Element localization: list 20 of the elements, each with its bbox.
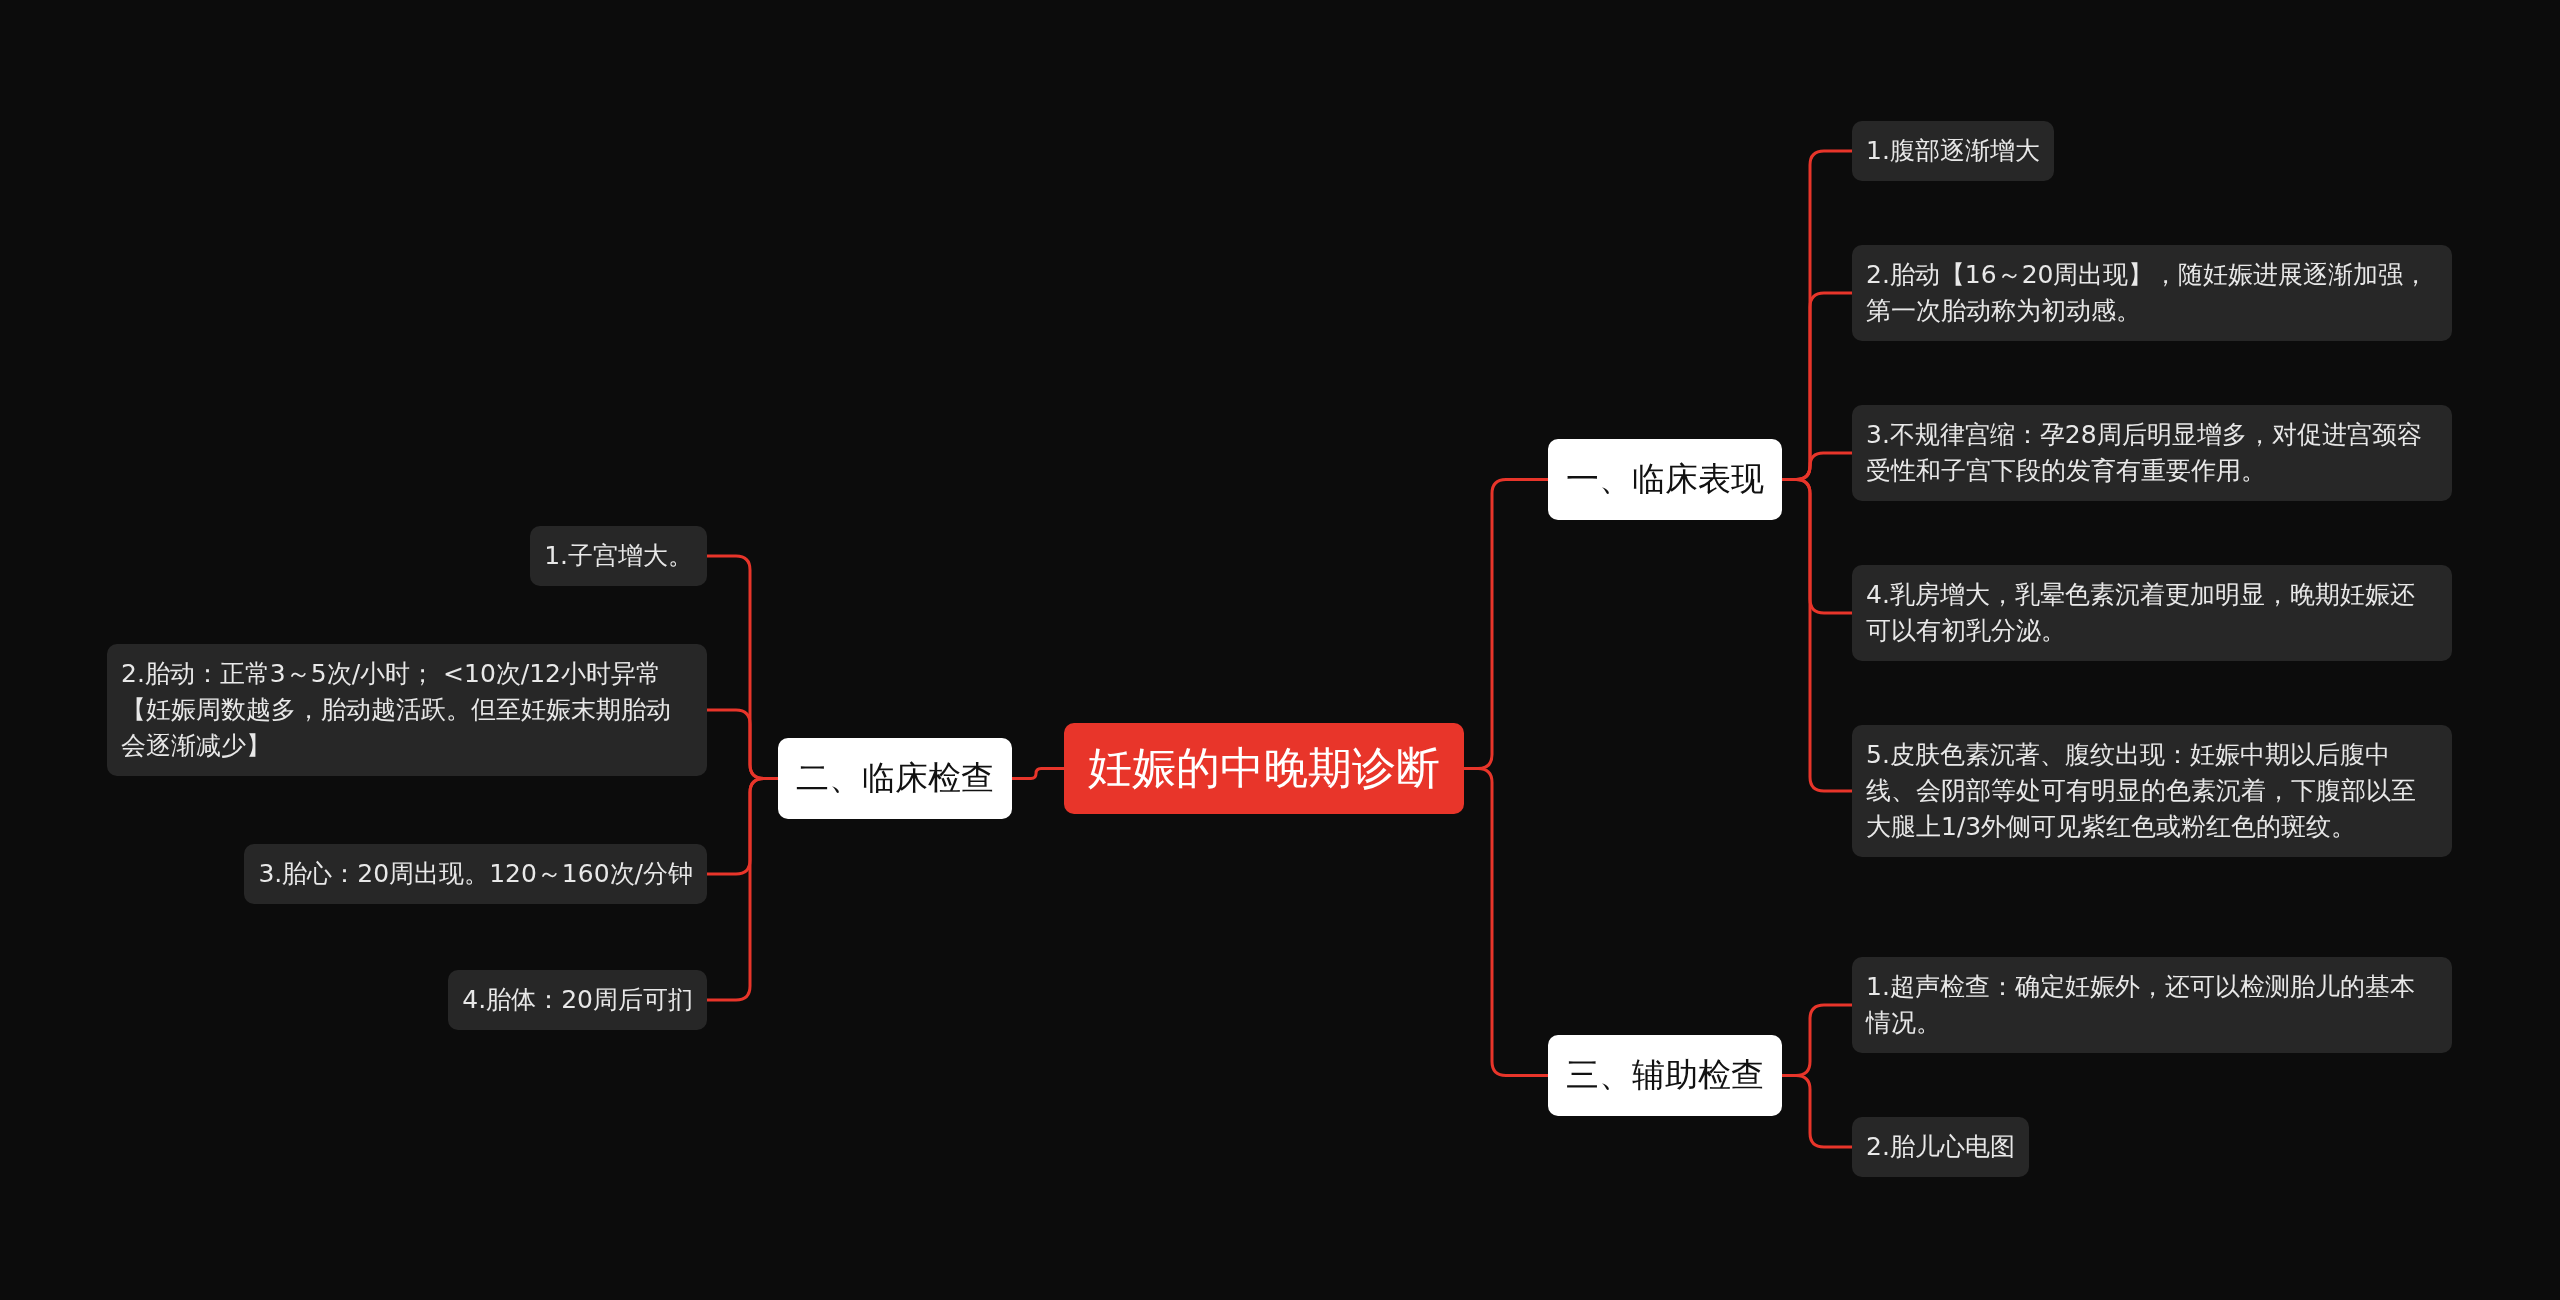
subtopic-card: 2.胎动：正常3～5次/小时； <10次/12小时异常【妊娠周数越多，胎动越活跃。但至妊娠末期胎动会逐渐减少】 — [107, 644, 707, 776]
subtopic-card: 5.皮肤色素沉著、腹纹出现：妊娠中期以后腹中线、会阴部等处可有明显的色素沉着，下腹部以至大腿上1/3外侧可见紫红色或粉红色的斑纹。 — [1852, 725, 2452, 857]
branch-topic: 二、临床检查 — [778, 738, 1012, 819]
subtopic-card: 4.乳房增大，乳晕色素沉着更加明显，晚期妊娠还可以有初乳分泌。 — [1852, 565, 2452, 661]
connector-line — [1464, 767, 1548, 1077]
subtopic-card: 3.不规律宫缩：孕28周后明显增多，对促进宫颈容受性和子宫下段的发育有重要作用。 — [1852, 405, 2452, 501]
connector-line — [707, 777, 778, 1002]
subtopic-card: 2.胎动【16～20周出现】，随妊娠进展逐渐加强，第一次胎动称为初动感。 — [1852, 245, 2452, 341]
connector-line — [1782, 1074, 1852, 1149]
subtopic-card: 1.超声检查：确定妊娠外，还可以检测胎儿的基本情况。 — [1852, 957, 2452, 1053]
central-topic: 妊娠的中晚期诊断 — [1064, 723, 1464, 814]
subtopic-card: 1.腹部逐渐增大 — [1852, 121, 2054, 181]
subtopic-card: 1.子宫增大。 — [530, 526, 707, 586]
branch-topic: 三、辅助检查 — [1548, 1035, 1782, 1116]
subtopic-card: 4.胎体：20周后可扪 — [448, 970, 707, 1030]
connector-line — [1012, 767, 1064, 780]
connector-line — [1782, 478, 1852, 793]
subtopic-card: 2.胎儿心电图 — [1852, 1117, 2029, 1177]
subtopic-card: 3.胎心：20周出现。120～160次/分钟 — [244, 844, 707, 904]
branch-topic: 一、临床表现 — [1548, 439, 1782, 520]
